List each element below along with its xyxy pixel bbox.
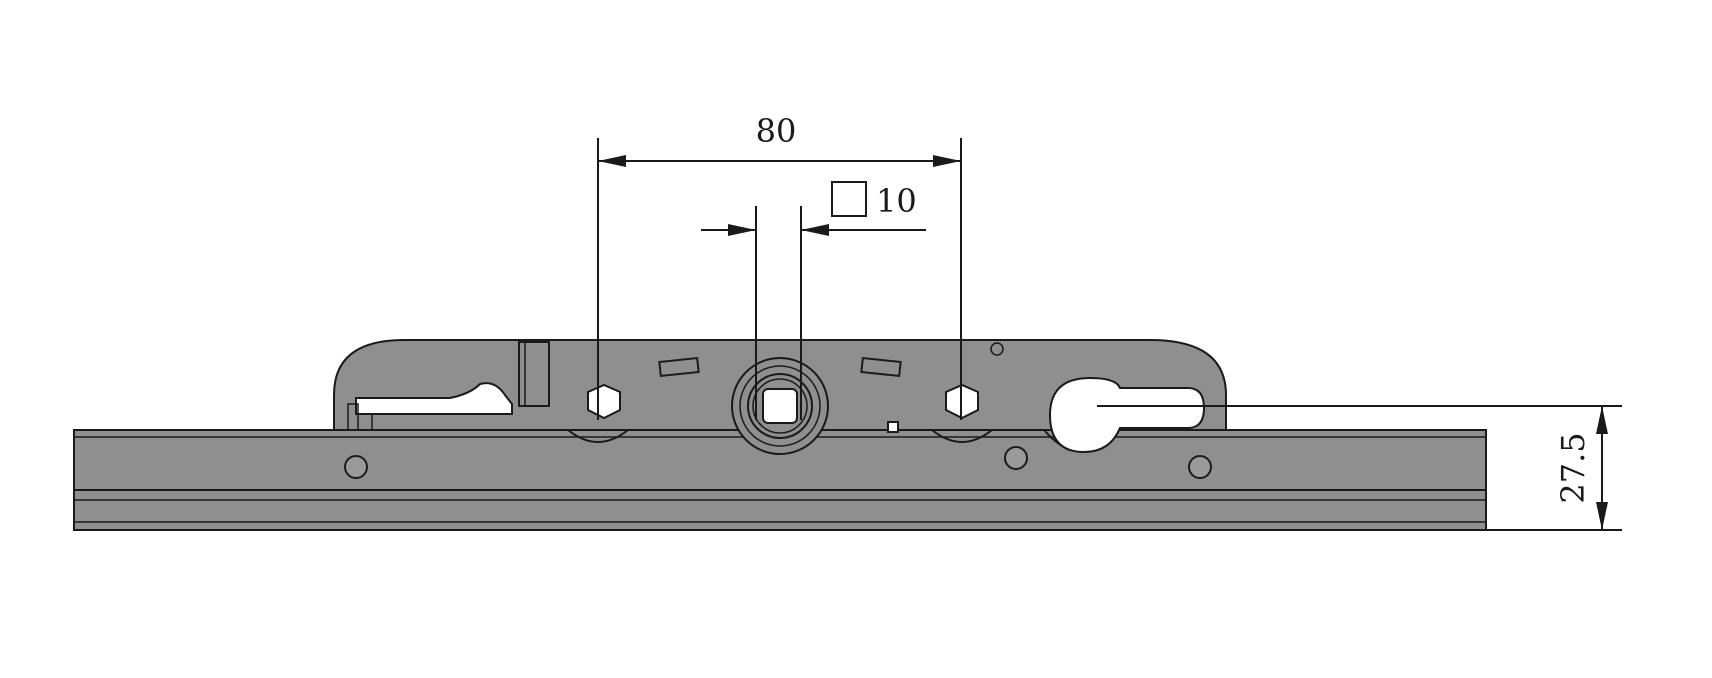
spindle-follower bbox=[731, 357, 829, 455]
pin bbox=[990, 342, 1004, 356]
slot bbox=[658, 356, 700, 378]
dimension-80-label: 80 bbox=[756, 112, 797, 150]
dimension-10-label: 10 bbox=[876, 182, 917, 220]
hex-screw-icon bbox=[587, 383, 621, 420]
dimension-27-5: 27.5 bbox=[1097, 405, 1622, 531]
square-spindle-icon bbox=[762, 388, 798, 424]
rail-hole bbox=[1004, 446, 1028, 470]
slot bbox=[887, 421, 899, 433]
latch-tongue bbox=[355, 382, 513, 415]
dimension-80: 80 bbox=[597, 112, 962, 420]
cylinder-keyhole bbox=[1043, 376, 1206, 454]
square-symbol-icon bbox=[831, 181, 867, 217]
screw-boss-left bbox=[567, 383, 629, 443]
dimension-27-5-label: 27.5 bbox=[1554, 432, 1592, 503]
rail-hole bbox=[1188, 455, 1212, 479]
dimension-spindle: 10 bbox=[701, 181, 926, 420]
slot bbox=[860, 356, 902, 378]
keyhole-icon bbox=[1048, 376, 1206, 454]
rail-hole bbox=[344, 455, 368, 479]
